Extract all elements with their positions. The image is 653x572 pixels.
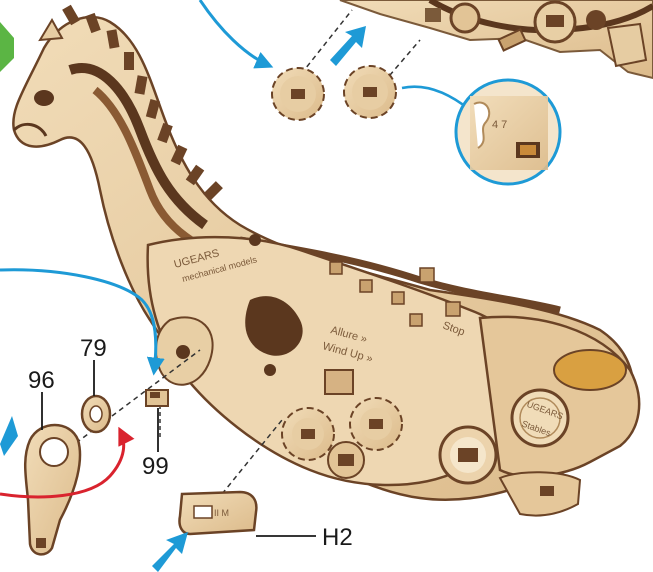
part-99	[146, 390, 168, 406]
upper-assembly	[340, 0, 653, 78]
zoom-callout: 4 7	[456, 80, 560, 184]
blue-arrow-icon	[0, 416, 18, 456]
stables-knob: UGEARS Stables	[512, 390, 568, 446]
label-part-96: 96	[28, 367, 55, 394]
horse-model: UGEARS mechanical models Allure » Wind U…	[13, 5, 639, 516]
label-part-79: 79	[80, 335, 107, 362]
label-part-99: 99	[142, 453, 169, 480]
green-hexagon-icon	[0, 22, 14, 72]
part-h2: II M	[179, 492, 256, 534]
label-part-h2: H2	[322, 524, 353, 551]
blue-arrow-icon	[152, 532, 188, 572]
blue-arrow-icon	[200, 0, 270, 66]
h2-engraving: II M	[214, 508, 229, 518]
part-79	[82, 396, 110, 432]
lower-wheel	[440, 427, 496, 483]
gear-pair-top	[272, 66, 396, 120]
zoom-marks-text: 4 7	[492, 119, 507, 131]
part-96	[25, 425, 80, 554]
